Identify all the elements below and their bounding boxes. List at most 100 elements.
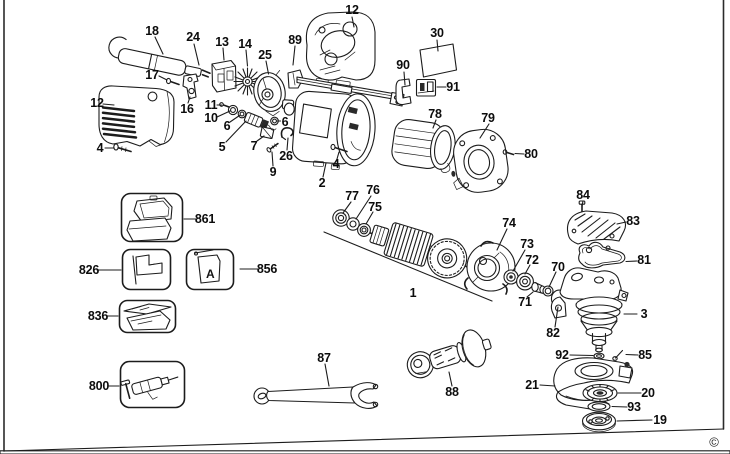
part-label-88: 88	[445, 384, 459, 399]
part-label-16: 16	[180, 101, 194, 116]
copyright-symbol: ©	[709, 434, 719, 450]
field-78	[391, 119, 456, 173]
kitbox-861	[120, 192, 184, 243]
part-label-856: 856	[256, 261, 278, 276]
part-label-73: 73	[520, 236, 534, 251]
tag-letter: A	[206, 267, 215, 281]
screw-9	[266, 142, 279, 153]
bracket-16	[182, 73, 199, 100]
part-label-80: 80	[524, 146, 538, 161]
part-label-4-left: 4	[96, 140, 104, 155]
part-label-26: 26	[279, 148, 293, 163]
housing-12-right	[305, 11, 376, 88]
part-label-5: 5	[218, 139, 226, 154]
part-label-14: 14	[238, 36, 252, 51]
part-label-74: 74	[502, 215, 516, 230]
washer-92	[593, 352, 605, 360]
part-label-12-left: 12	[90, 95, 104, 110]
part-label-85: 85	[638, 347, 652, 362]
part-label-13: 13	[215, 34, 229, 49]
part-label-19: 19	[653, 412, 667, 427]
screw-4-left	[113, 143, 132, 153]
part-label-82: 82	[546, 325, 560, 340]
part-label-11: 11	[204, 97, 218, 112]
part-label-21: 21	[525, 377, 539, 392]
part-label-83: 83	[626, 213, 640, 228]
rail-89	[287, 69, 405, 107]
part-label-77: 77	[345, 188, 359, 203]
pin-85	[612, 349, 624, 361]
gasket-81	[578, 241, 626, 269]
clamp-nut-19	[581, 411, 617, 433]
wrench-87	[253, 382, 379, 409]
tag-856: A	[185, 248, 235, 291]
washer-75	[357, 223, 379, 238]
part-label-836: 836	[87, 308, 109, 323]
brush-holder-13	[211, 59, 237, 93]
part-label-71: 71	[518, 294, 532, 309]
part-label-4-right: 4	[332, 156, 340, 171]
part-label-84: 84	[576, 187, 590, 202]
shaft-18	[108, 36, 211, 78]
part-label-12-right: 12	[345, 2, 359, 17]
flange-79	[451, 128, 509, 193]
handle-88	[406, 329, 492, 379]
motor-can-2	[281, 90, 376, 171]
baffle-25	[253, 70, 286, 117]
part-label-30: 30	[430, 25, 444, 40]
part-label-92: 92	[555, 347, 569, 362]
part-label-70: 70	[551, 259, 565, 274]
flag-826	[121, 248, 172, 291]
washer-10	[227, 104, 239, 116]
part-label-91: 91	[446, 79, 460, 94]
spacer-5	[243, 112, 270, 130]
ring-70	[542, 285, 554, 297]
bearing-77	[332, 209, 350, 227]
part-label-6-right: 6	[281, 114, 289, 129]
part-label-9: 9	[269, 164, 277, 179]
ring-6-left	[237, 109, 247, 119]
part-label-2: 2	[318, 175, 326, 190]
part-label-3: 3	[640, 306, 648, 321]
part-label-72: 72	[525, 252, 539, 267]
part-label-78: 78	[428, 106, 442, 121]
screw-80	[502, 149, 515, 156]
part-label-76: 76	[366, 182, 380, 197]
part-label-1: 1	[409, 285, 417, 300]
armature-1	[369, 222, 474, 279]
part-label-79: 79	[481, 110, 495, 125]
part-label-81: 81	[637, 252, 651, 267]
part-label-10: 10	[204, 110, 218, 125]
flange-74	[463, 240, 516, 295]
guard-21	[553, 357, 634, 410]
part-label-87: 87	[317, 350, 331, 365]
part-label-75: 75	[368, 199, 382, 214]
cover-83	[567, 210, 627, 245]
part-label-861: 861	[194, 211, 216, 226]
clip-26	[280, 127, 294, 141]
fan-14	[233, 67, 262, 96]
tray-836	[118, 299, 177, 334]
washer-93	[587, 401, 611, 412]
part-label-20: 20	[641, 385, 655, 400]
part-label-6-left: 6	[223, 118, 231, 133]
part-label-89: 89	[288, 32, 302, 47]
screw-4-right	[330, 143, 348, 153]
part-label-93: 93	[627, 399, 641, 414]
part-label-7: 7	[250, 138, 258, 153]
part-label-24: 24	[186, 29, 200, 44]
part-label-25: 25	[258, 47, 272, 62]
plate-30	[419, 43, 458, 78]
part-label-826: 826	[78, 262, 100, 277]
housing-12-left	[98, 85, 175, 147]
washer-76	[346, 217, 360, 231]
part-label-17: 17	[145, 67, 159, 82]
part-label-800: 800	[88, 378, 110, 393]
switch-91	[415, 78, 437, 97]
part-label-90: 90	[396, 57, 410, 72]
bearing-73	[503, 269, 519, 285]
bracket-90	[395, 78, 412, 106]
part-label-18: 18	[145, 23, 159, 38]
